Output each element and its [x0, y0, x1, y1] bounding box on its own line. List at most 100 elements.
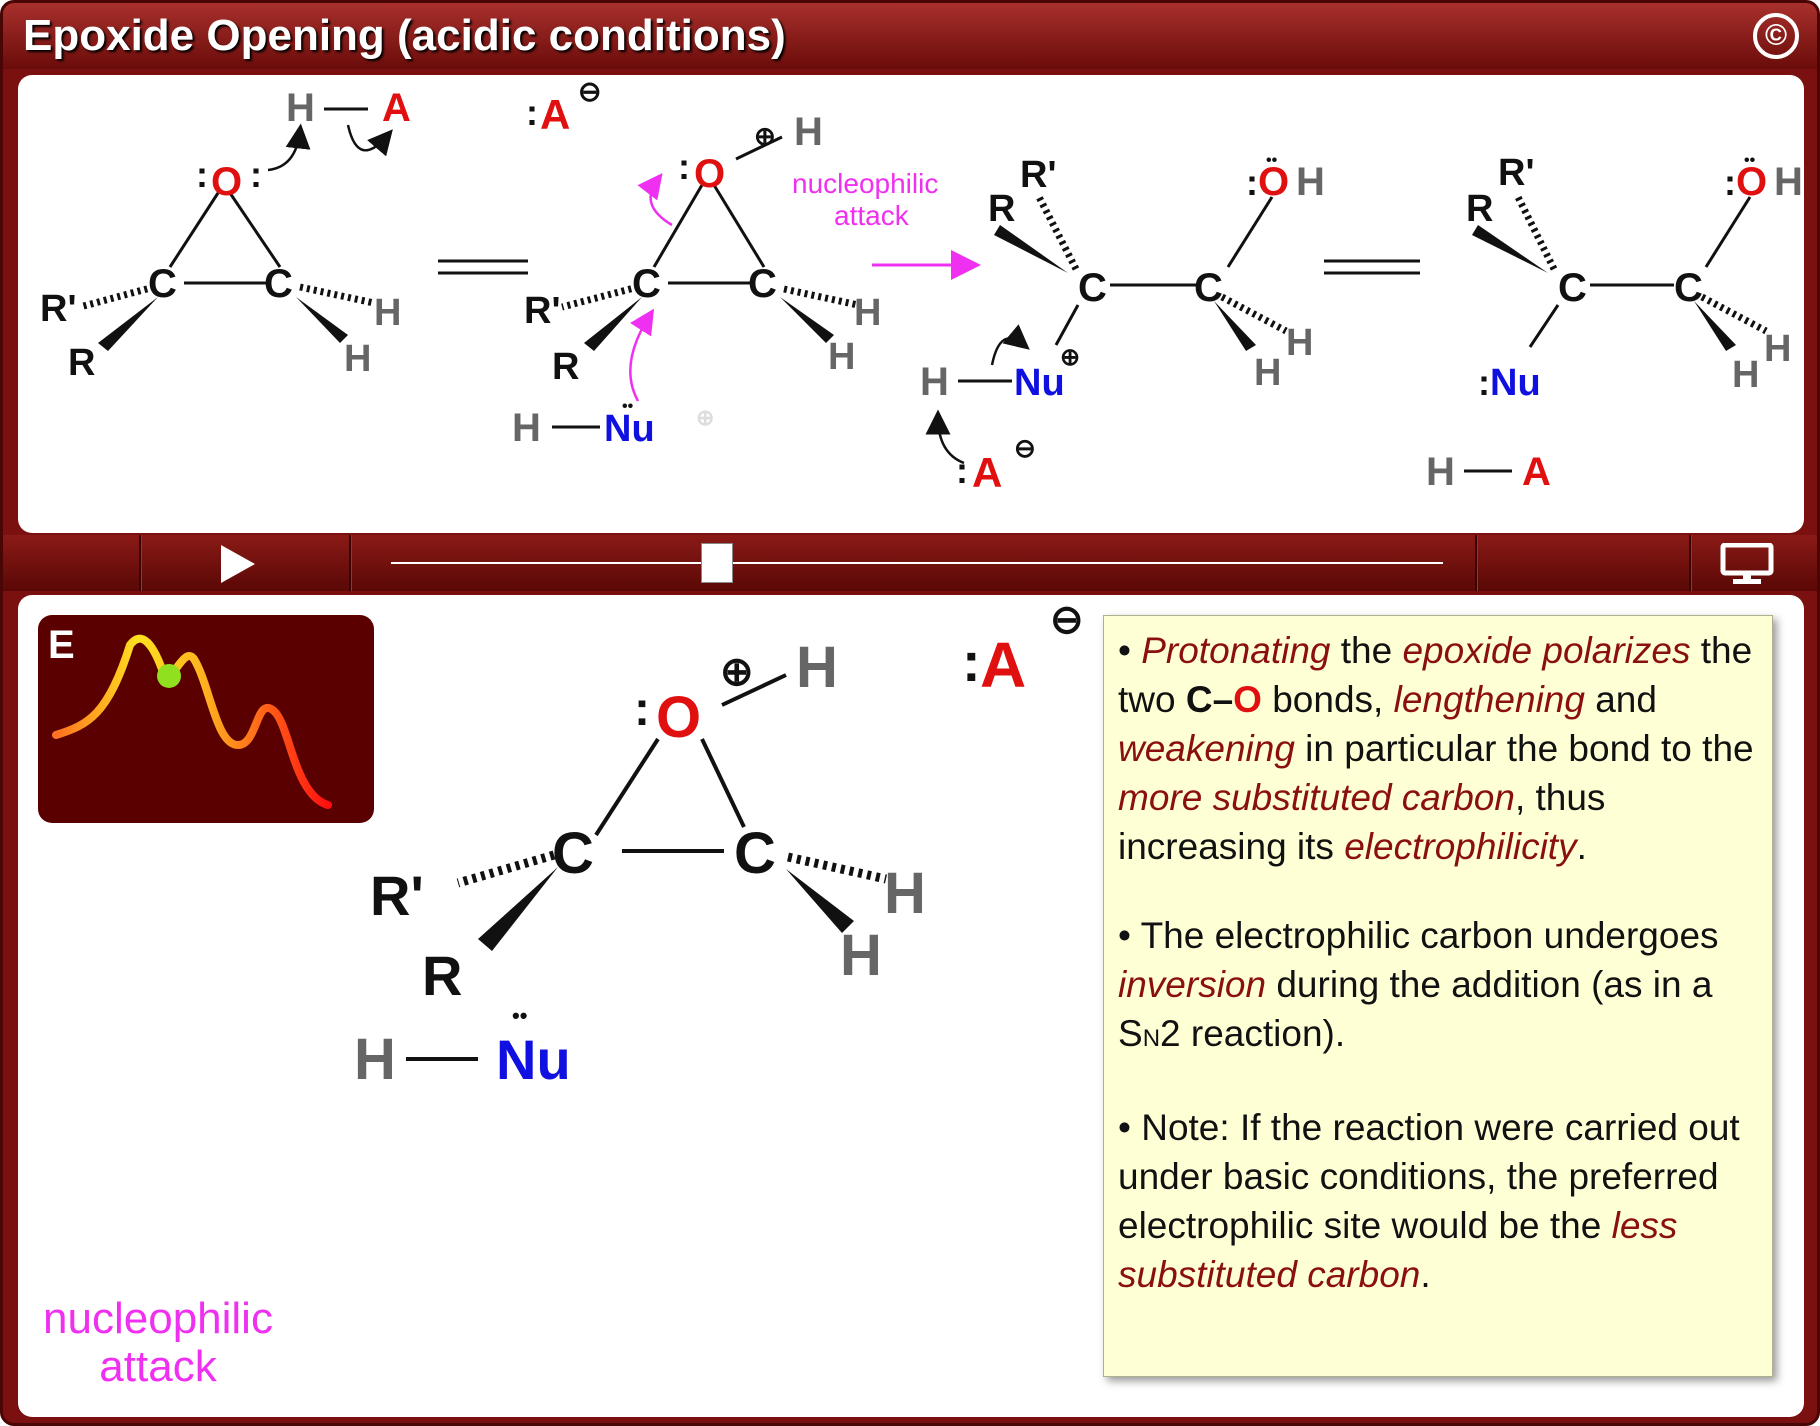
play-icon[interactable]	[221, 545, 255, 583]
page-title: Epoxide Opening (acidic conditions)	[23, 11, 786, 60]
progress-track[interactable]	[391, 562, 1443, 564]
progress-slider-thumb[interactable]	[701, 543, 734, 583]
atom-o: O	[656, 685, 701, 750]
substituent-r: R	[988, 188, 1015, 230]
atom-a: A	[1522, 450, 1551, 494]
lone-pair: :	[250, 154, 262, 195]
divider	[1689, 535, 1692, 591]
atom-h: H	[512, 406, 541, 450]
note-text: , thus increasing its	[1118, 777, 1606, 867]
atom-c: C	[552, 821, 594, 886]
lone-pair: ••	[622, 398, 634, 415]
atom-c: C	[1194, 266, 1223, 310]
atom-a: A	[382, 86, 411, 130]
substituent-r: R	[68, 342, 95, 384]
minus-charge: ⊖	[1014, 433, 1036, 463]
substituent-r-prime: R'	[370, 864, 424, 927]
substituent-r-prime: R'	[1498, 152, 1534, 194]
lone-pair: ••	[512, 1003, 527, 1028]
note-text: and	[1584, 679, 1657, 720]
copyright-icon[interactable]: ©	[1753, 13, 1799, 59]
atom-a: A	[980, 629, 1026, 701]
note-text: O	[1233, 679, 1262, 720]
note-text: in particular the bond to the	[1294, 728, 1754, 769]
lone-pair: :	[1724, 162, 1736, 203]
atom-h: H	[286, 86, 315, 130]
note-text: weakening	[1118, 728, 1295, 769]
lone-pair: :	[1246, 162, 1258, 203]
note-text: more substituted carbon	[1118, 777, 1515, 818]
plus-charge: ⊕	[754, 121, 776, 151]
lone-pair: :	[196, 154, 208, 195]
step-caption-line: attack	[99, 1342, 217, 1391]
note-paragraph: • Protonating the epoxide polarizes the …	[1118, 626, 1758, 871]
note-text: .	[1576, 826, 1587, 867]
atom-c: C	[632, 262, 661, 306]
note-text: N	[1142, 1025, 1161, 1052]
lone-pair: :	[1478, 362, 1490, 403]
minus-charge: ⊖	[1050, 598, 1084, 642]
lone-pair: :	[678, 146, 690, 187]
plus-charge: ⊕	[1060, 344, 1080, 371]
atom-h: H	[854, 292, 881, 334]
step-caption: nucleophilic attack	[28, 1295, 288, 1391]
atom-h: H	[1732, 354, 1759, 396]
atom-c: C	[1078, 266, 1107, 310]
note-text: • The electrophilic carbon undergoes	[1118, 915, 1719, 956]
atom-o: O	[1258, 160, 1289, 204]
substituent-r: R	[552, 346, 579, 388]
structure-protonated: : A ⊖ O : ⊕ H C C R' R H H	[512, 76, 881, 450]
lone-pair: :	[956, 450, 968, 491]
energy-diagram: E	[38, 615, 374, 823]
atom-h: H	[920, 360, 949, 404]
structure-epoxide: O : : C C R' R H H H A	[40, 86, 411, 384]
atom-o: O	[211, 160, 242, 204]
note-text: the	[1330, 630, 1403, 671]
step-label: nucleophilic	[792, 168, 938, 199]
lone-pair: ••	[1266, 152, 1278, 169]
atom-h: H	[1286, 322, 1313, 364]
note-text: –	[1212, 679, 1234, 720]
lone-pair: :	[634, 683, 650, 736]
note-text: epoxide polarizes	[1402, 630, 1691, 671]
note-text: lengthening	[1393, 679, 1585, 720]
note-text: 2 reaction).	[1160, 1013, 1346, 1054]
note-paragraph: • Note: If the reaction were carried out…	[1118, 1103, 1758, 1299]
atom-c: C	[148, 262, 177, 306]
atom-c: C	[264, 262, 293, 306]
atom-h: H	[840, 923, 882, 988]
divider	[139, 535, 142, 591]
title-bar: Epoxide Opening (acidic conditions) ©	[3, 3, 1817, 69]
atom-h: H	[354, 1027, 396, 1092]
atom-h: H	[1254, 352, 1281, 394]
note-text: Protonating	[1141, 630, 1331, 671]
note-text: .	[1420, 1254, 1431, 1295]
protonated-epoxide-svg: O : ⊕ H C C R' R H H H Nu •• : A ⊖	[354, 598, 1084, 1092]
note-text: inversion	[1118, 964, 1267, 1005]
explanation-note: • Protonating the epoxide polarizes the …	[1103, 615, 1773, 1377]
substituent-r-prime: R'	[1020, 154, 1056, 196]
atom-nu: Nu	[1014, 362, 1065, 404]
atom-o: O	[694, 152, 725, 196]
atom-a: A	[540, 91, 570, 138]
note-text: •	[1118, 630, 1142, 671]
note-text: electrophilicity	[1344, 826, 1577, 867]
reaction-progress-dot	[157, 663, 182, 688]
atom-h: H	[794, 110, 823, 154]
atom-c: C	[748, 262, 777, 306]
lone-pair: :	[526, 92, 538, 133]
minus-charge: ⊖	[578, 76, 601, 107]
atom-c: C	[1558, 266, 1587, 310]
mechanism-svg: O : : C C R' R H H H A : A	[40, 76, 1803, 496]
energy-axis-label: E	[48, 623, 75, 667]
lone-pair: :	[962, 630, 981, 693]
atom-nu: Nu	[604, 408, 655, 450]
atom-o: O	[1736, 160, 1767, 204]
note-text: during the addition (as in a S	[1118, 964, 1713, 1054]
mechanism-overview: O : : C C R' R H H H A : A	[18, 75, 1804, 533]
playback-controls	[3, 535, 1817, 591]
monitor-icon[interactable]	[1719, 543, 1775, 585]
note-text: bonds,	[1261, 679, 1394, 720]
note-paragraph: • The electrophilic carbon undergoes inv…	[1118, 911, 1758, 1063]
atom-h: H	[828, 336, 855, 378]
